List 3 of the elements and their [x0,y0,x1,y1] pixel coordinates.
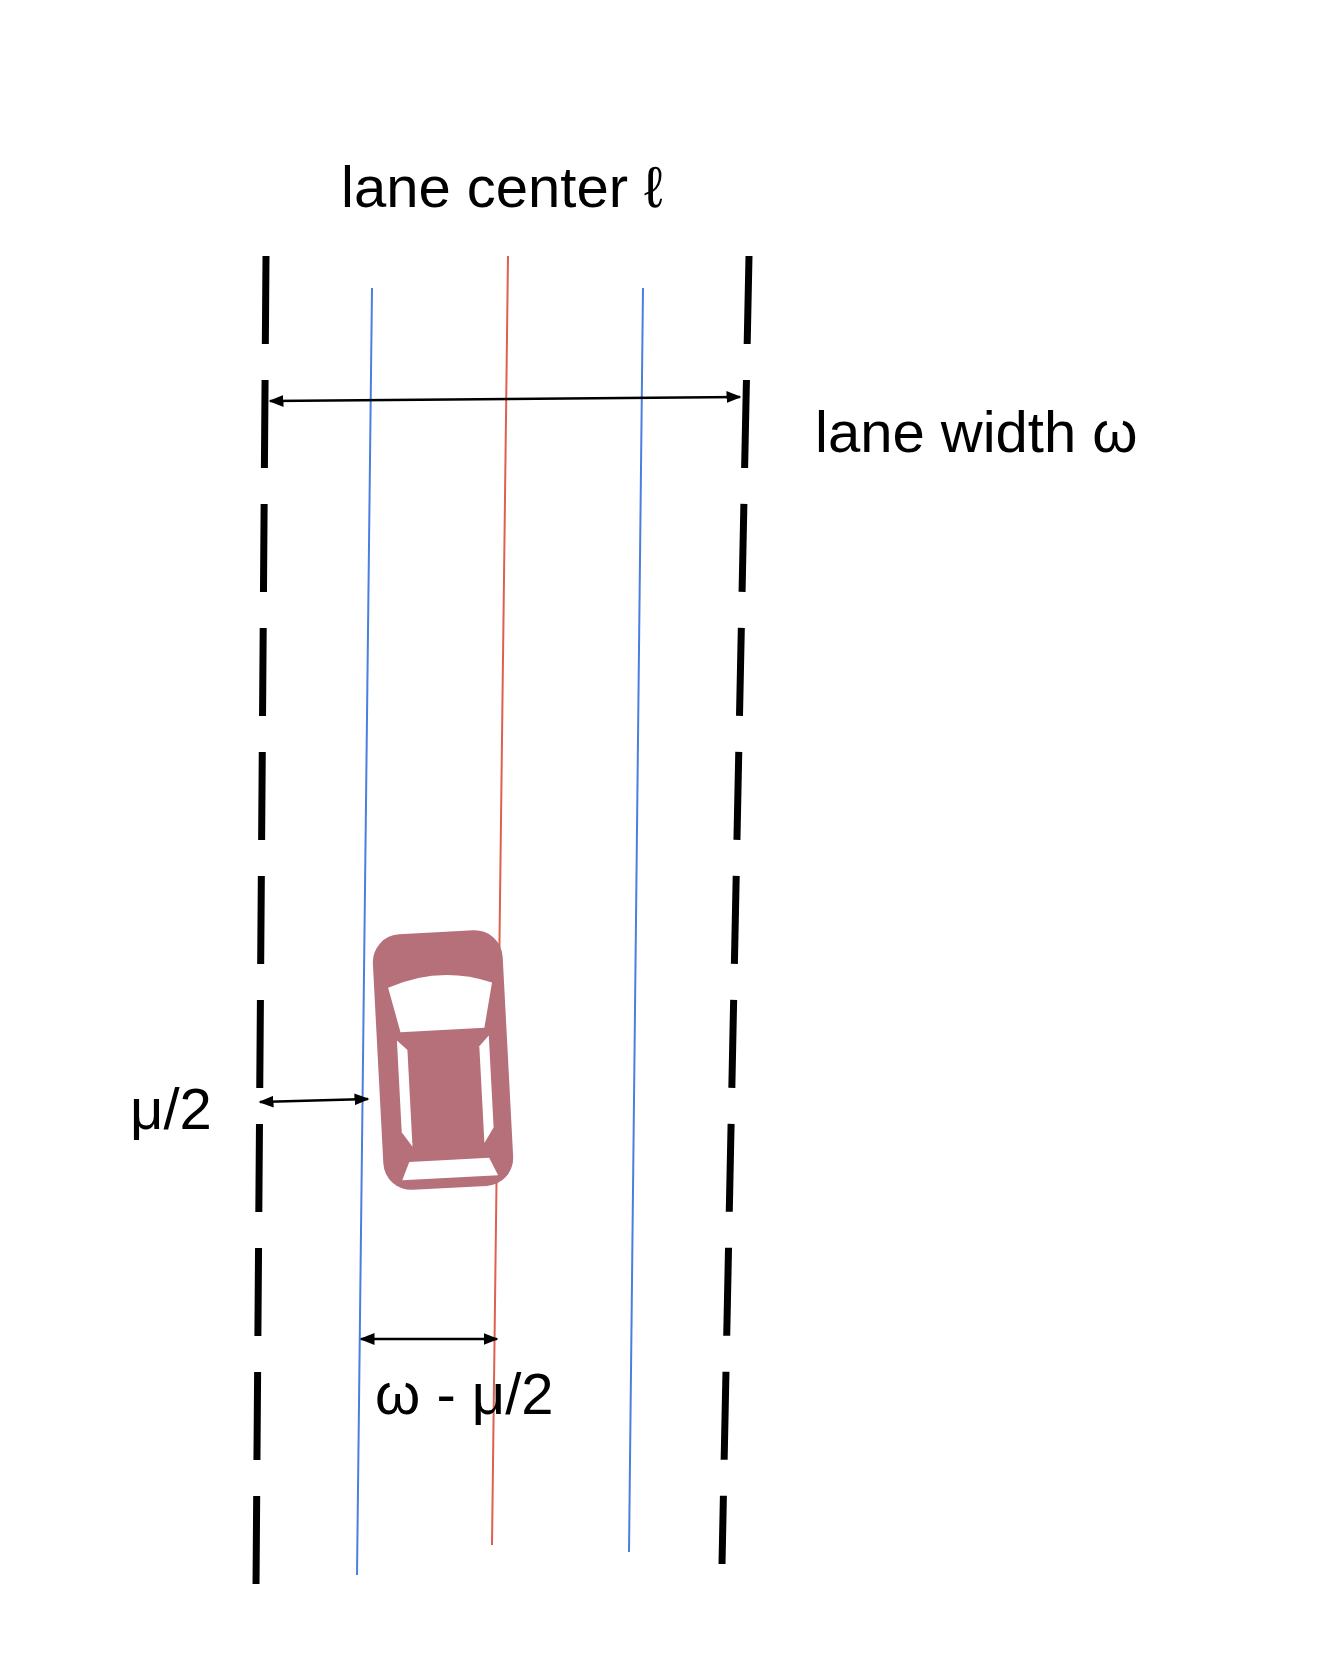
dimension-label: μ/2 [130,1080,212,1138]
dimension-label: lane width ω [815,403,1138,461]
lane-center-label: lane center ℓ [341,158,663,216]
